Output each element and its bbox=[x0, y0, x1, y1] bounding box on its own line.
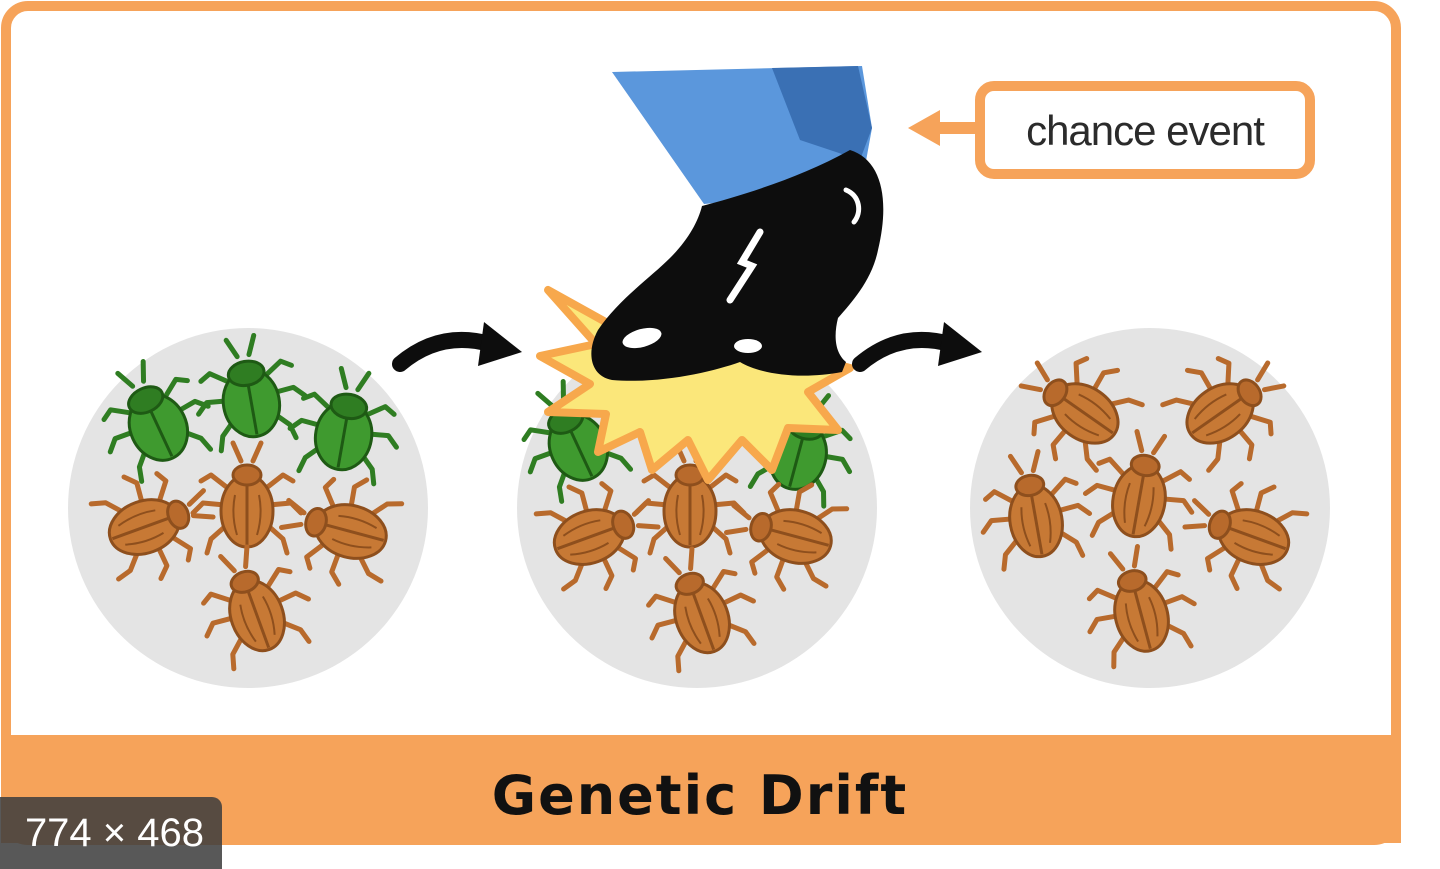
diagram-title: Genetic Drift bbox=[491, 763, 909, 827]
curved-arrow-icon bbox=[400, 322, 522, 366]
title-bar bbox=[1, 735, 1401, 843]
callout-box bbox=[975, 81, 1315, 179]
shoe-icon bbox=[591, 66, 884, 381]
callout-arrow-icon bbox=[908, 110, 980, 146]
pants-cuff-shadow bbox=[772, 66, 872, 160]
shoe bbox=[591, 150, 884, 381]
curved-arrow-icon bbox=[860, 322, 982, 366]
callout-label: chance event bbox=[1026, 107, 1265, 154]
image-size-badge: 774 × 468 bbox=[0, 797, 222, 869]
